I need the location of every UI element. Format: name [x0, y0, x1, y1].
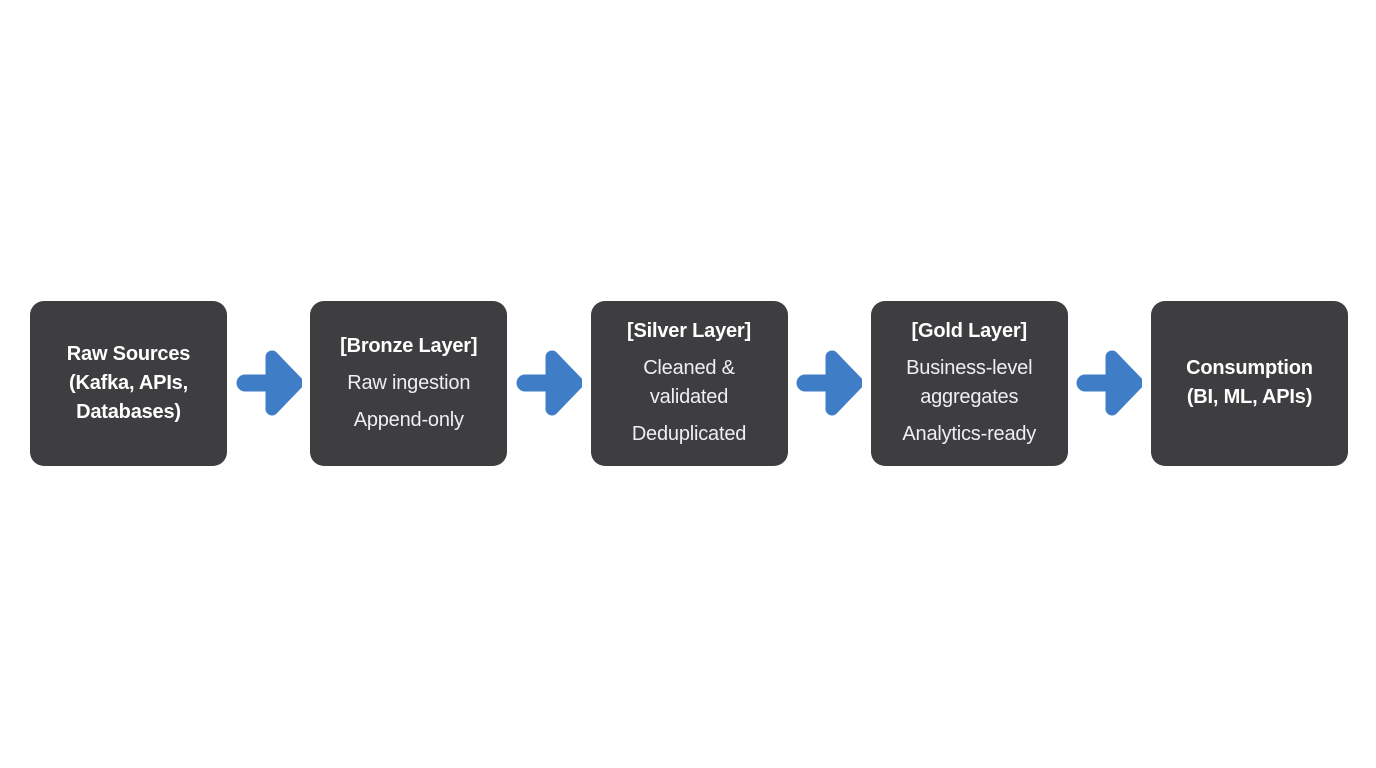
stage-text-line: Databases) [76, 400, 181, 423]
stage-title: Consumption (BI, ML, APIs) [1186, 354, 1313, 412]
stage-text-line: [Gold Layer] [911, 320, 1028, 342]
stage-silver-layer: [Silver Layer] Cleaned & validated Dedup… [590, 300, 788, 466]
stage-text-line: Append-only [353, 408, 464, 431]
stage-text-line: (BI, ML, APIs) [1186, 386, 1313, 408]
stage-bronze-layer: [Bronze Layer] Raw ingestion Append-only [310, 300, 508, 466]
stage-detail: Cleaned & validated [643, 354, 735, 412]
stage-title: [Bronze Layer] [340, 332, 477, 361]
stage-text-line: Deduplicated [631, 423, 747, 445]
stage-text-line: Consumption [1186, 357, 1313, 379]
stage-detail: Append-only [354, 406, 464, 435]
stage-text-line: Raw Sources [66, 342, 191, 365]
stage-text-line: aggregates [920, 386, 1019, 408]
stage-detail: Deduplicated [631, 420, 747, 449]
stage-raw-sources: Raw Sources (Kafka, APIs, Databases) [30, 300, 227, 466]
stage-consumption: Consumption (BI, ML, APIs) [1151, 300, 1348, 466]
stage-detail: Analytics-ready [902, 420, 1036, 449]
stage-text-line: Analytics-ready [902, 423, 1037, 445]
pipeline-flow-diagram: Raw Sources (Kafka, APIs, Databases) [Br… [30, 300, 1348, 466]
right-arrow-icon [1076, 350, 1143, 416]
stage-text-line: Business-level [906, 357, 1033, 379]
stage-text-line: Cleaned & [643, 357, 735, 379]
stage-text-line: [Bronze Layer] [340, 334, 478, 357]
stage-text-line: validated [649, 386, 729, 408]
stage-detail: Business-level aggregates [906, 354, 1032, 412]
right-arrow-icon [236, 350, 302, 416]
stage-title: Raw Sources (Kafka, APIs, Databases) [66, 340, 191, 427]
stage-text-line: Raw ingestion [347, 371, 471, 394]
stage-text-line: (Kafka, APIs, [69, 371, 188, 394]
stage-detail: Raw ingestion [347, 369, 470, 398]
stage-text-line: [Silver Layer] [627, 320, 751, 342]
right-arrow-icon [796, 350, 863, 416]
stage-gold-layer: [Gold Layer] Business-level aggregates A… [870, 300, 1068, 466]
stage-title: [Gold Layer] [911, 317, 1028, 346]
right-arrow-icon [516, 350, 582, 416]
stage-title: [Silver Layer] [627, 317, 751, 346]
